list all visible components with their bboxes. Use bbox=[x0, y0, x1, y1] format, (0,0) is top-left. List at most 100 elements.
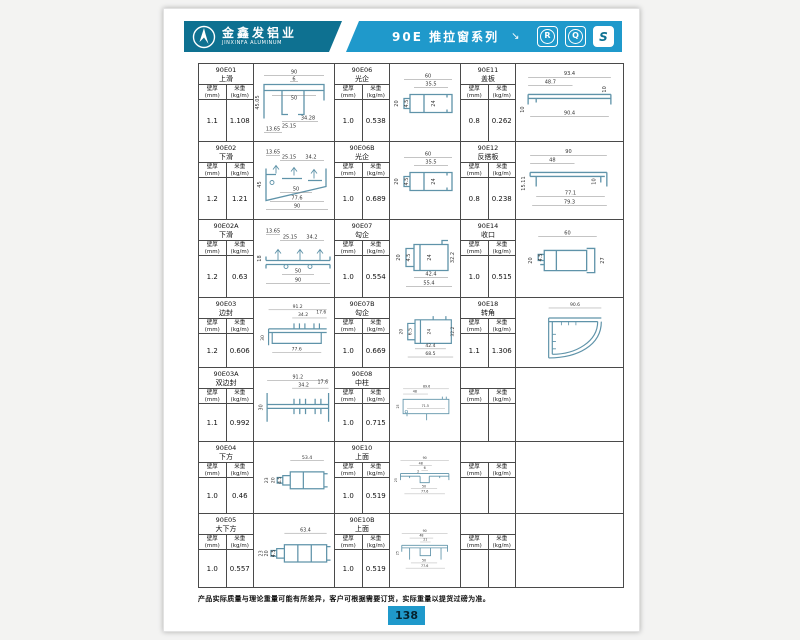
dim-label: 21 bbox=[423, 538, 427, 542]
thickness-value bbox=[461, 478, 489, 513]
thickness-value: 1.0 bbox=[335, 178, 363, 219]
profile-name: 反搭板 bbox=[477, 153, 499, 161]
weight-label: 米重(kg/m) bbox=[492, 536, 511, 549]
profile-outline bbox=[401, 533, 448, 569]
dim-label: 35.5 bbox=[425, 82, 436, 88]
weight-label: 米重(kg/m) bbox=[366, 536, 385, 549]
dim-label: 50 bbox=[293, 187, 299, 193]
profile-name: 光企 bbox=[355, 75, 369, 83]
thickness-label: 壁厚(mm) bbox=[199, 535, 227, 549]
dim-label: 2 bbox=[417, 469, 419, 473]
dim-label: 63.4 bbox=[300, 527, 311, 533]
dim-label: 50 bbox=[291, 96, 297, 102]
profile-drawing: 60 20 4.5 27 bbox=[516, 220, 624, 297]
profile-outline bbox=[529, 155, 608, 206]
profile-name: 中柱 bbox=[355, 379, 369, 387]
thickness-label: 壁厚(mm) bbox=[335, 535, 363, 549]
dim-label: 4.5 bbox=[271, 550, 277, 558]
thickness-value: 1.2 bbox=[199, 334, 227, 367]
cert-r-icon: R bbox=[537, 26, 558, 47]
dim-label: 23 bbox=[258, 550, 264, 556]
dim-label: 20 bbox=[398, 329, 404, 335]
profile-drawing: 13.65 25.15 34.2 18 50 90 bbox=[254, 220, 334, 297]
dim-label: 90 bbox=[423, 529, 427, 533]
dim-label: 25 bbox=[396, 404, 400, 408]
dim-label: 34.28 bbox=[301, 116, 315, 122]
thickness-value: 1.0 bbox=[335, 334, 363, 367]
weight-label: 米重(kg/m) bbox=[366, 86, 385, 99]
weight-label: 米重(kg/m) bbox=[492, 164, 511, 177]
dim-label: 71.5 bbox=[422, 404, 429, 408]
dim-label: 23 bbox=[264, 477, 270, 483]
dim-label: 20 bbox=[264, 550, 270, 556]
cert-s-icon: S bbox=[593, 26, 614, 47]
weight-label: 米重(kg/m) bbox=[492, 86, 511, 99]
weight-label: 米重(kg/m) bbox=[230, 164, 249, 177]
page-number-badge: 138 bbox=[388, 606, 425, 625]
profile-info: 壁厚(mm)米重(kg/m) bbox=[461, 368, 516, 441]
thickness-value: 1.0 bbox=[199, 550, 227, 587]
catalog-page: 金鑫发铝业 JINXINFA ALUMINUM 90E 推拉窗系列 ↘ R Q … bbox=[163, 8, 640, 632]
dim-label: 91.2 bbox=[293, 304, 303, 310]
dim-label: 53.4 bbox=[302, 455, 312, 461]
dim-label: 77.6 bbox=[421, 564, 428, 568]
thickness-label: 壁厚(mm) bbox=[199, 163, 227, 177]
thickness-value: 1.0 bbox=[335, 404, 363, 441]
profile-name: 转角 bbox=[481, 309, 495, 317]
dim-label: 13.65 bbox=[266, 127, 280, 133]
dim-label: 77.6 bbox=[292, 347, 302, 353]
dim-label: 6 bbox=[424, 466, 426, 470]
dim-label: 4.5 bbox=[538, 253, 544, 261]
weight-value: 0.519 bbox=[365, 491, 386, 500]
thickness-label: 壁厚(mm) bbox=[461, 535, 489, 549]
dim-label: 20 bbox=[394, 100, 400, 106]
cert-q-icon: Q bbox=[565, 26, 586, 47]
dim-label: 90 bbox=[291, 70, 297, 76]
weight-label: 米重(kg/m) bbox=[366, 464, 385, 477]
weight-value: 1.108 bbox=[229, 116, 250, 125]
thickness-label: 壁厚(mm) bbox=[461, 85, 489, 99]
footer-note: 产品实际质量与理论重量可能有所差异，客户可根据需要订货，实际重量以提货过磅为准。 bbox=[198, 595, 490, 603]
profile-outline bbox=[403, 157, 453, 192]
profile-drawing: 20 4.5 24 32.2 42.4 55.4 bbox=[390, 220, 460, 297]
weight-value: 0.262 bbox=[491, 116, 512, 125]
profile-drawing: 91.2 34.2 17.6 30 bbox=[254, 368, 334, 441]
profile-code: 90E07B bbox=[349, 300, 375, 308]
profile-cell-empty: 壁厚(mm)米重(kg/m) bbox=[460, 442, 624, 514]
thickness-value: 1.0 bbox=[335, 550, 363, 587]
profile-drawing: 60 35.5 20 4.5 24 bbox=[390, 64, 460, 141]
dim-label: 13.65 bbox=[266, 150, 280, 156]
dim-label: 24 bbox=[431, 100, 437, 106]
thickness-value: 0.8 bbox=[461, 100, 489, 141]
dim-label: 90 bbox=[295, 278, 301, 284]
thickness-label: 壁厚(mm) bbox=[461, 389, 489, 403]
dim-label: 25.15 bbox=[282, 155, 296, 161]
profile-name: 收口 bbox=[481, 231, 495, 239]
dim-label: 10 bbox=[520, 106, 526, 112]
weight-label: 米重(kg/m) bbox=[492, 242, 511, 255]
dim-label: 90.4 bbox=[564, 111, 575, 117]
profile-drawing: 13.65 25.15 34.2 45 50 77.6 90 bbox=[254, 142, 334, 219]
profile-drawing-empty bbox=[516, 368, 624, 441]
profile-code: 90E14 bbox=[477, 222, 499, 230]
dim-label: 45.05 bbox=[255, 95, 261, 109]
profile-drawing: 90 6 50 45.05 25.15 34.28 13.65 bbox=[254, 64, 334, 141]
profile-outline bbox=[263, 75, 325, 133]
dim-label: 17.6 bbox=[317, 379, 328, 385]
weight-value: 1.306 bbox=[491, 346, 512, 355]
weight-label: 米重(kg/m) bbox=[230, 464, 249, 477]
weight-label: 米重(kg/m) bbox=[366, 164, 385, 177]
